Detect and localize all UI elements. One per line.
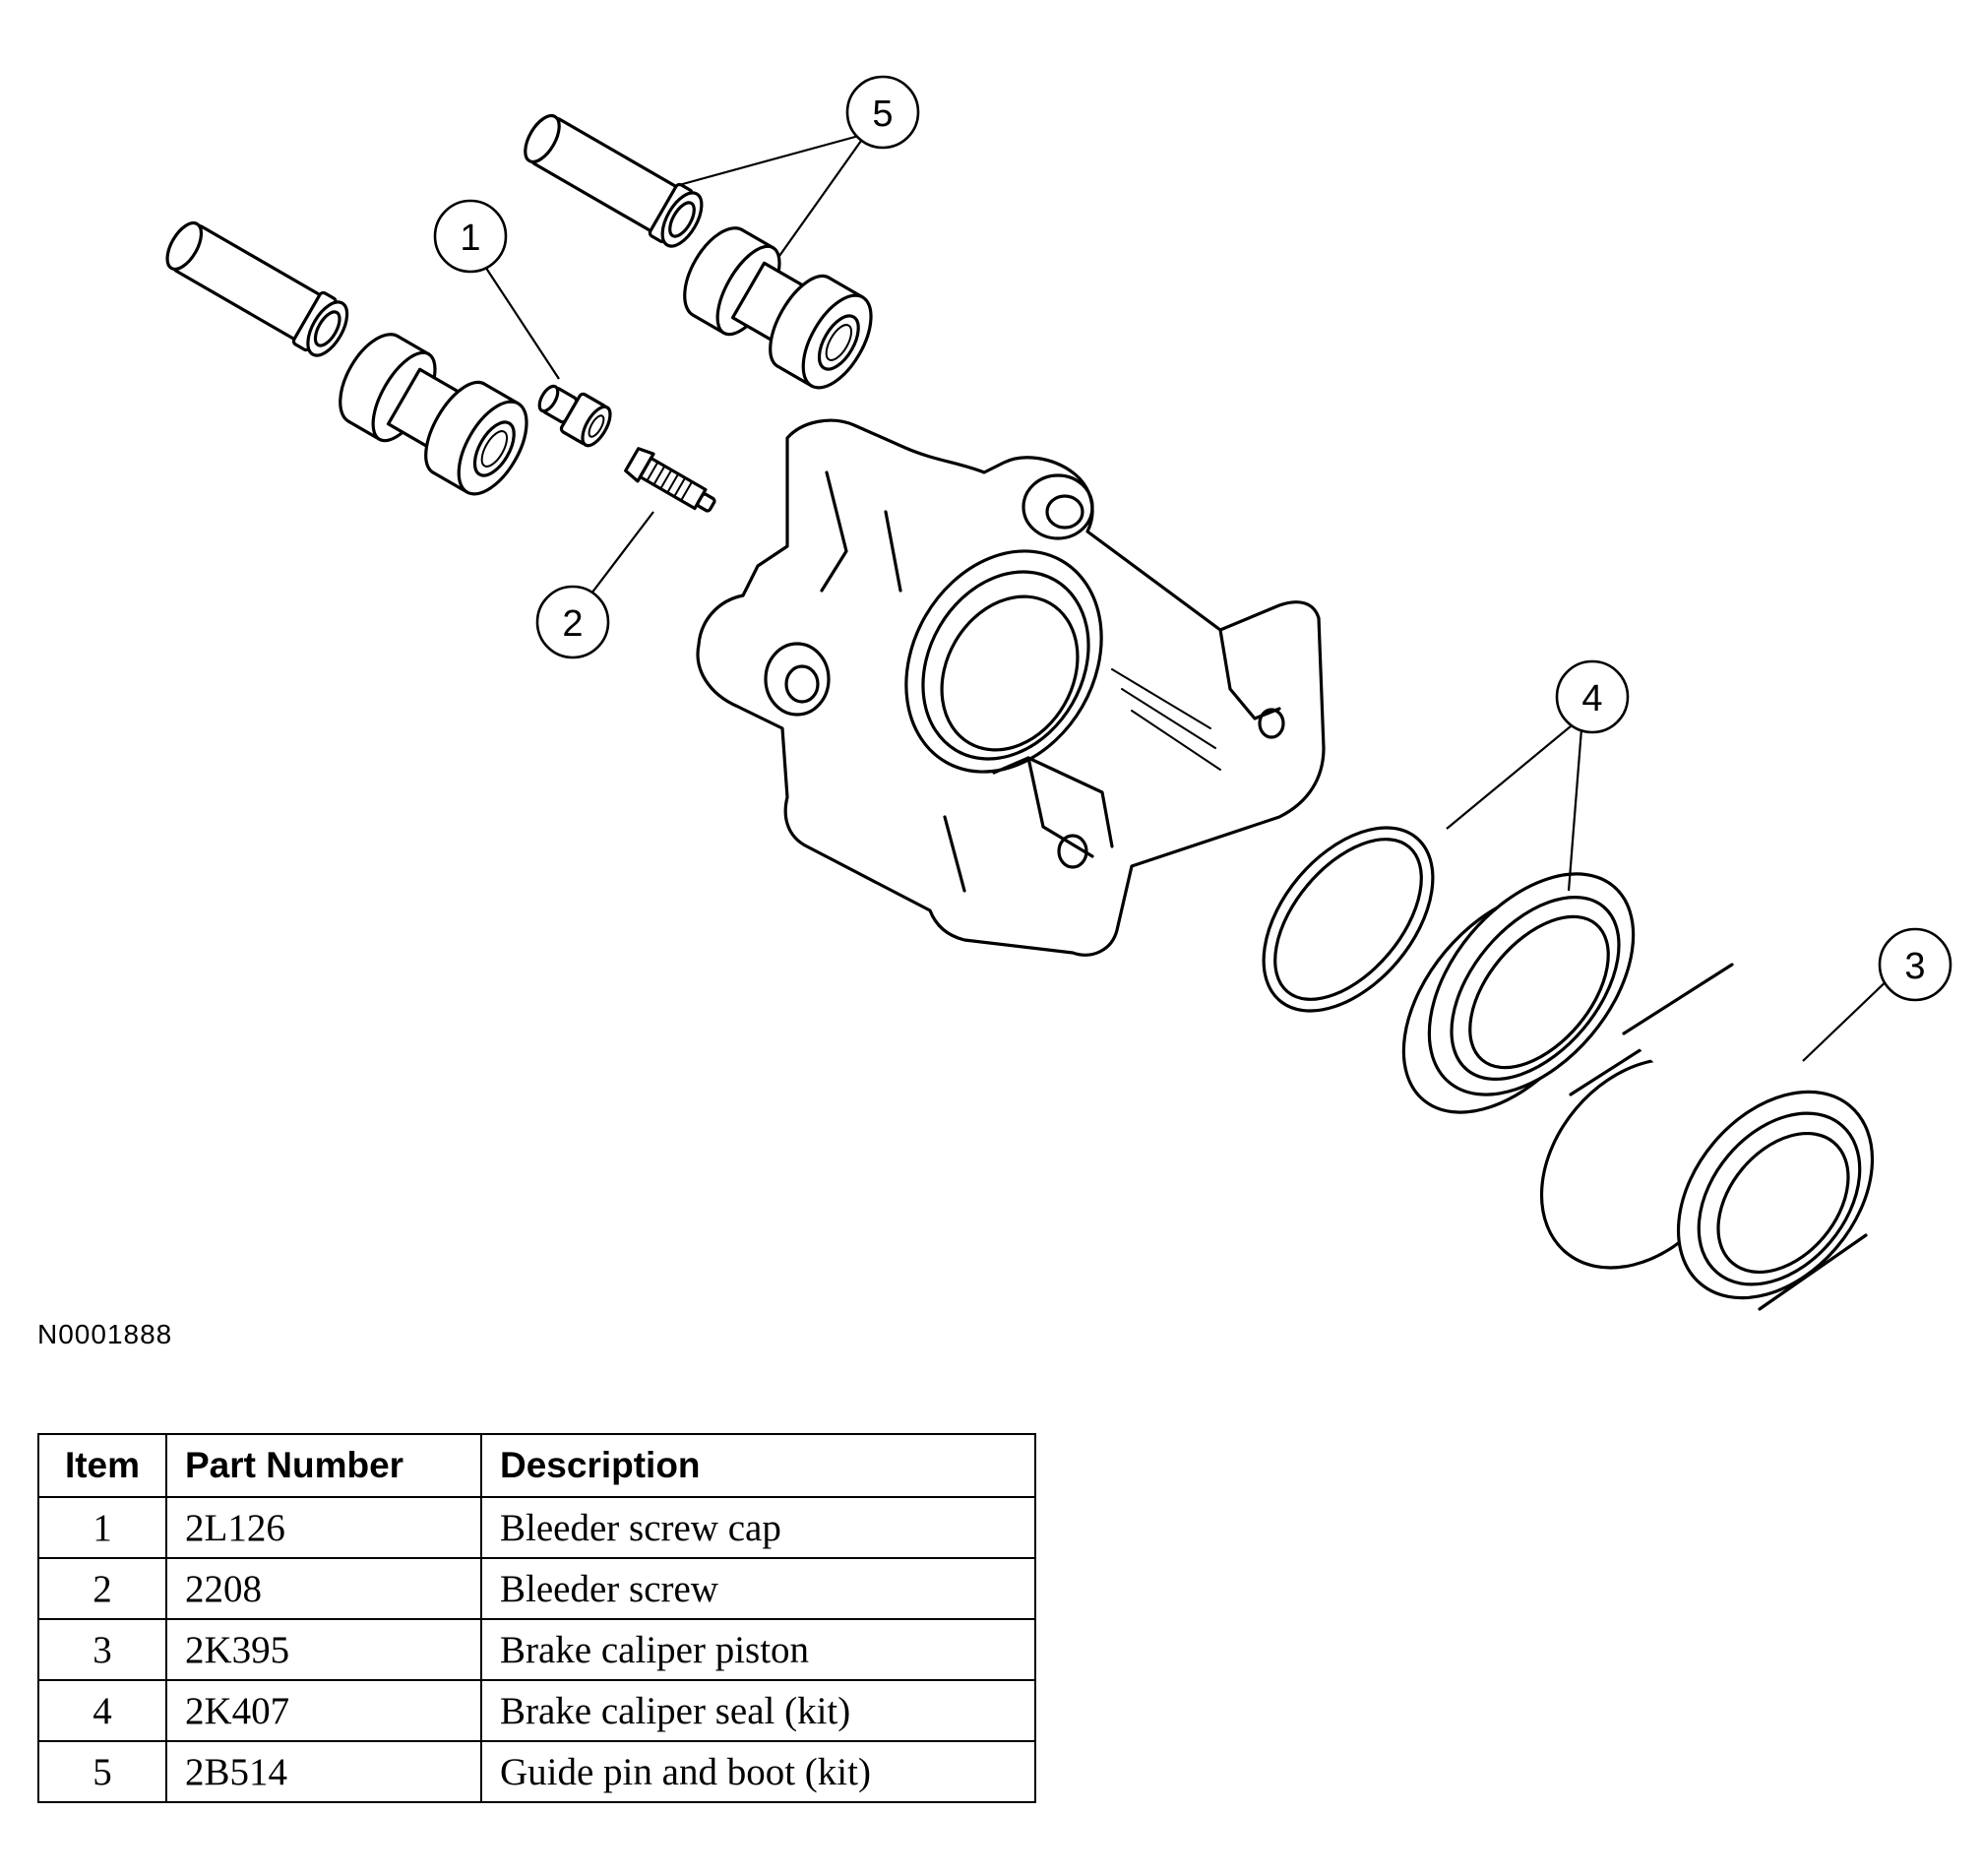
guide-boot-lower [339, 333, 528, 496]
callout-3-label: 3 [1904, 946, 1925, 987]
exploded-view-diagram: 1 2 3 4 5 [165, 75, 1952, 1311]
callout-4: 4 [1555, 659, 1630, 734]
cell-description: Bleeder screw [480, 1557, 1036, 1620]
table-row: 2 2208 Bleeder screw [37, 1557, 1036, 1620]
callout-1: 1 [433, 199, 508, 274]
cell-description: Guide pin and boot (kit) [480, 1740, 1036, 1803]
caliper-seal-ring [1262, 826, 1435, 1013]
cell-item: 4 [37, 1679, 167, 1742]
callout-2: 2 [535, 585, 610, 659]
cell-item: 5 [37, 1740, 167, 1803]
table-row: 3 2K395 Brake caliper piston [37, 1618, 1036, 1681]
callout-1-label: 1 [460, 218, 480, 259]
bleeder-screw [624, 447, 716, 513]
cell-description: Bleeder screw cap [480, 1496, 1036, 1559]
header-item: Item [37, 1433, 167, 1498]
header-description: Description [480, 1433, 1036, 1498]
cell-part-number: 2K407 [165, 1679, 482, 1742]
cell-part-number: 2B514 [165, 1740, 482, 1803]
cell-part-number: 2K395 [165, 1618, 482, 1681]
callout-3: 3 [1878, 927, 1952, 1002]
table-row: 1 2L126 Bleeder screw cap [37, 1496, 1036, 1559]
cell-description: Brake caliper piston [480, 1618, 1036, 1681]
caliper-piston [1539, 963, 1875, 1311]
cell-part-number: 2L126 [165, 1496, 482, 1559]
parts-table: Item Part Number Description 1 2L126 Ble… [37, 1433, 1036, 1803]
cell-item: 2 [37, 1557, 167, 1620]
callout-5-label: 5 [872, 94, 893, 135]
guide-boot-upper [683, 226, 873, 390]
leader-lines [469, 132, 1894, 1062]
caliper-dust-boot [1401, 872, 1636, 1114]
guide-pin-sleeve-upper [524, 113, 704, 248]
table-row: 4 2K407 Brake caliper seal (kit) [37, 1679, 1036, 1742]
callout-2-label: 2 [562, 603, 583, 645]
callout-4-label: 4 [1581, 678, 1602, 719]
bleeder-screw-cap [537, 384, 612, 448]
cell-item: 1 [37, 1496, 167, 1559]
cell-description: Brake caliper seal (kit) [480, 1679, 1036, 1742]
table-row: 5 2B514 Guide pin and boot (kit) [37, 1740, 1036, 1803]
cell-item: 3 [37, 1618, 167, 1681]
guide-pin-sleeve-lower [165, 220, 349, 357]
header-part-number: Part Number [165, 1433, 482, 1498]
figure-id: N0001888 [37, 1319, 173, 1349]
caliper-housing [696, 418, 1326, 957]
table-header-row: Item Part Number Description [37, 1433, 1036, 1498]
cell-part-number: 2208 [165, 1557, 482, 1620]
callout-5: 5 [845, 75, 920, 150]
